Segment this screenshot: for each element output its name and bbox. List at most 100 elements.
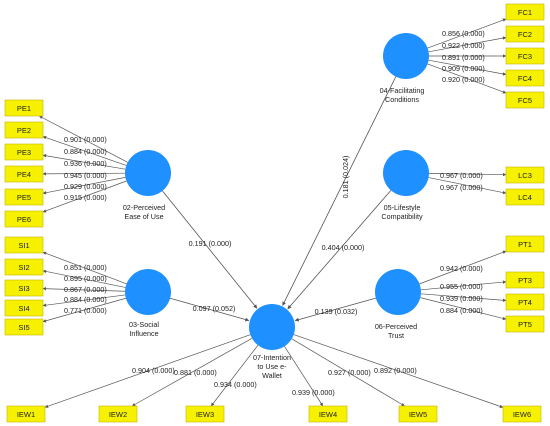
indicator-box	[308, 405, 348, 423]
indicator-label: PT4	[518, 298, 532, 307]
indicator-box	[505, 47, 545, 65]
indicator-label: SI4	[18, 304, 29, 313]
indicator-si4[interactable]: SI4	[4, 299, 44, 317]
loading-arrow-fc4	[428, 59, 507, 76]
indicator-box	[505, 293, 545, 311]
indicator-iew5[interactable]: IEW5	[398, 405, 438, 423]
indicator-fc5[interactable]: FC5	[505, 91, 545, 109]
latent-facilitating-conditions[interactable]	[383, 33, 429, 79]
loading-value-fc5: 0.920 (0.000)	[442, 75, 485, 84]
indicator-pt4[interactable]: PT4	[505, 293, 545, 311]
indicator-pt3[interactable]: PT3	[505, 271, 545, 289]
loading-value-pe4: 0.945 (0.000)	[64, 171, 107, 180]
indicator-pe3[interactable]: PE3	[4, 143, 44, 161]
latent-name-line: 02-Perceived	[123, 203, 165, 212]
indicator-box	[4, 299, 44, 317]
loading-value-iew6: 0.892 (0.000)	[374, 366, 417, 375]
indicator-pe5[interactable]: PE5	[4, 188, 44, 206]
indicator-lc4[interactable]: LC4	[505, 188, 545, 206]
indicator-label: IEW4	[319, 410, 337, 419]
latent-perceived-trust[interactable]	[375, 269, 421, 315]
loading-arrow-pt4	[420, 293, 507, 303]
indicator-box	[505, 188, 545, 206]
indicator-iew4[interactable]: IEW4	[308, 405, 348, 423]
latent-circle	[383, 150, 429, 196]
latent-name-line: 04-Facilitating	[380, 86, 425, 95]
loading-arrow-pt1	[419, 250, 507, 285]
indicator-si1[interactable]: SI1	[4, 236, 44, 254]
latent-name-line: Conditions	[385, 95, 419, 104]
loading-arrow-iew2	[131, 338, 253, 407]
path-coefficient-fc: 0.181 (0.024)	[341, 156, 350, 199]
path-coefficient-peou: 0.191 (0.000)	[189, 239, 232, 248]
loading-value-fc3: 0.891 (0.000)	[442, 53, 485, 62]
indicator-fc1[interactable]: FC1	[505, 3, 545, 21]
latent-circle	[249, 304, 295, 350]
loading-value-pt4: 0.939 (0.000)	[440, 294, 483, 303]
loading-arrow-iew5	[291, 338, 405, 407]
indicator-pe2[interactable]: PE2	[4, 121, 44, 139]
indicator-label: FC3	[518, 52, 532, 61]
indicator-fc3[interactable]: FC3	[505, 47, 545, 65]
indicator-pe4[interactable]: PE4	[4, 165, 44, 183]
indicator-iew6[interactable]: IEW6	[502, 405, 542, 423]
latent-name-line: 05-Lifestyle	[384, 203, 421, 212]
indicator-fc4[interactable]: FC4	[505, 69, 545, 87]
loading-arrow-lc3	[428, 172, 507, 177]
indicator-label: FC5	[518, 96, 532, 105]
loading-value-si4: 0.884 (0.000)	[64, 295, 107, 304]
indicator-box	[4, 143, 44, 161]
indicator-label: IEW5	[409, 410, 427, 419]
loading-arrow-pe6	[42, 180, 127, 213]
indicator-pe6[interactable]: PE6	[4, 210, 44, 228]
latent-perceived-ease-of-use[interactable]	[125, 150, 171, 196]
indicator-box	[4, 236, 44, 254]
indicator-label: IEW6	[513, 410, 531, 419]
indicator-box	[4, 279, 44, 297]
indicator-box	[98, 405, 138, 423]
latent-intention-to-use-ewallet[interactable]	[249, 304, 295, 350]
loading-arrow-iew1	[44, 334, 251, 408]
indicator-lc3[interactable]: LC3	[505, 166, 545, 184]
indicator-si5[interactable]: SI5	[4, 318, 44, 336]
indicator-label: PE2	[17, 126, 31, 135]
loading-arrow-fc5	[427, 63, 507, 94]
loading-arrow-pe5	[42, 177, 126, 195]
indicator-pt1[interactable]: PT1	[505, 235, 545, 253]
indicator-iew3[interactable]: IEW3	[185, 405, 225, 423]
loading-arrow-si5	[42, 297, 126, 323]
indicator-iew1[interactable]: IEW1	[6, 405, 46, 423]
indicator-box	[505, 166, 545, 184]
indicator-box	[505, 25, 545, 43]
indicator-fc2[interactable]: FC2	[505, 25, 545, 43]
latent-social-influence[interactable]	[125, 269, 171, 315]
indicator-box	[4, 210, 44, 228]
loading-arrow-pt5	[420, 297, 507, 321]
indicator-si2[interactable]: SI2	[4, 258, 44, 276]
indicator-iew2[interactable]: IEW2	[98, 405, 138, 423]
loading-arrow-iew3	[210, 345, 259, 407]
indicator-box	[505, 235, 545, 253]
indicator-label: SI5	[18, 323, 29, 332]
indicator-label: SI2	[18, 263, 29, 272]
latent-name-line: Compatibility	[381, 212, 423, 221]
loading-arrow-pe3	[42, 154, 126, 170]
edges-layer	[38, 18, 507, 409]
indicator-box	[185, 405, 225, 423]
loading-arrow-iew4	[284, 346, 324, 407]
indicator-label: IEW3	[196, 410, 214, 419]
indicator-pt5[interactable]: PT5	[505, 315, 545, 333]
indicator-pe1[interactable]: PE1	[4, 99, 44, 117]
loading-arrow-lc4	[428, 177, 507, 195]
indicator-box	[4, 121, 44, 139]
loading-value-pe5: 0.929 (0.000)	[64, 182, 107, 191]
latent-lifestyle-compatibility[interactable]	[383, 150, 429, 196]
loading-value-si2: 0.895 (0.000)	[64, 274, 107, 283]
latent-circle	[125, 269, 171, 315]
indicator-label: PT1	[518, 240, 532, 249]
indicator-label: PT5	[518, 320, 532, 329]
indicator-si3[interactable]: SI3	[4, 279, 44, 297]
indicator-label: IEW2	[109, 410, 127, 419]
path-arrow-si-to-iuew	[170, 297, 250, 322]
